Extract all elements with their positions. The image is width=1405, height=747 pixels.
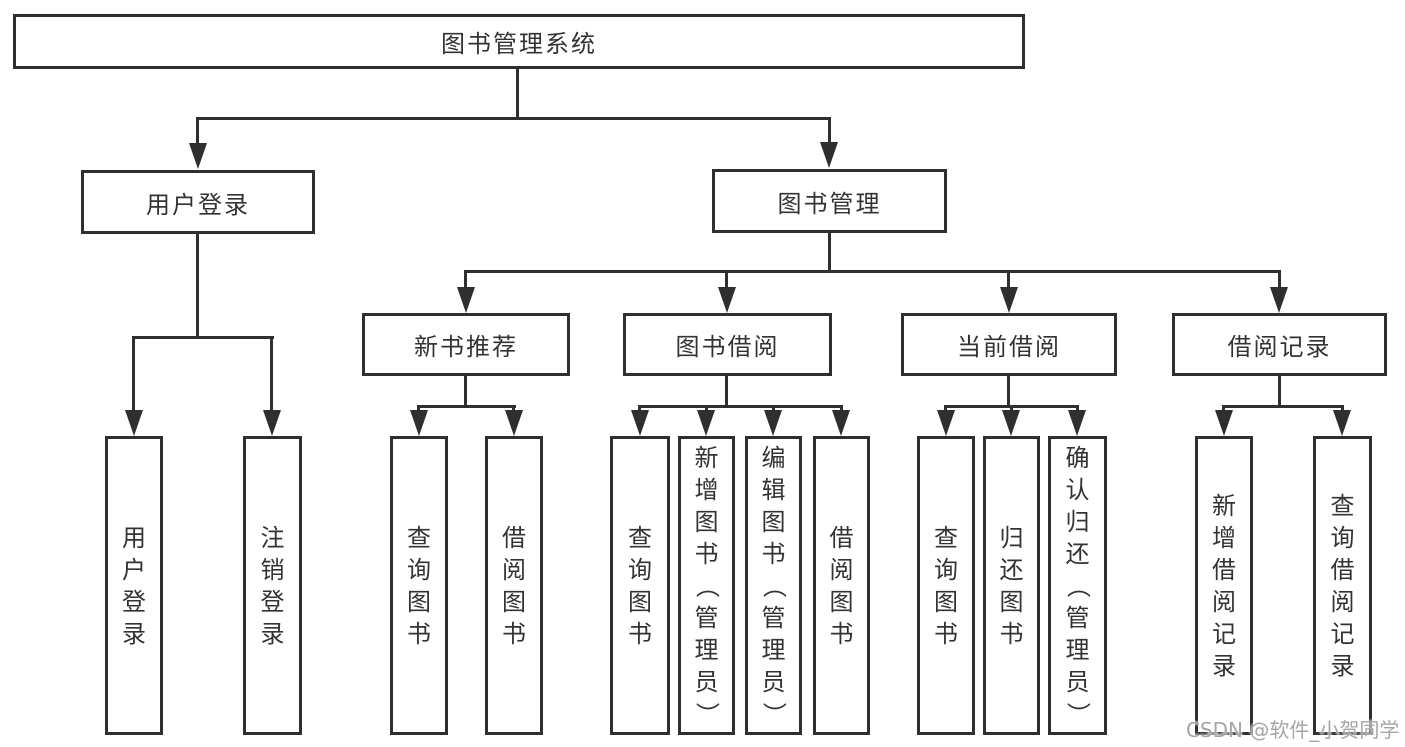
node-library-system-label: 图书管理系统 [441, 30, 597, 58]
leaf-cb-confirm-return-admin-label: 确认归还（管理员） [1063, 443, 1092, 726]
node-user-login-branch: 用户登录 [81, 170, 315, 234]
connector-drop-user-login [196, 117, 199, 145]
connector-level1-horizontal [196, 117, 831, 120]
leaf-br-query-record-label: 查询借阅记录 [1330, 491, 1355, 680]
leaf-bb-edit-books-admin-label: 编辑图书（管理员） [759, 443, 788, 726]
node-book-mgmt-branch: 图书管理 [712, 169, 947, 233]
arrowhead-bb-borrow [832, 410, 850, 436]
connector-book-borrow-stem [725, 376, 728, 408]
leaf-bb-add-books-admin: 新增图书（管理员） [678, 436, 735, 735]
leaf-br-add-record-label: 新增借阅记录 [1212, 491, 1236, 680]
connector-new-book-rec-stem [464, 376, 467, 408]
leaf-br-add-record: 新增借阅记录 [1195, 436, 1253, 735]
connector-new-book-rec-horizontal [417, 405, 516, 408]
leaf-rec-borrow-books-label: 借阅图书 [502, 523, 526, 648]
node-new-book-rec: 新书推荐 [362, 313, 570, 376]
connector-user-login-horizontal [132, 336, 274, 339]
arrowhead-rec-borrow [505, 410, 523, 436]
arrowhead-bb-edit [764, 410, 782, 436]
leaf-cb-return-books: 归还图书 [983, 436, 1040, 735]
connector-drop-book-borrow [725, 270, 728, 290]
connector-book-mgmt-stem [828, 233, 831, 273]
arrowhead-cb-confirm [1068, 410, 1086, 436]
node-current-borrow: 当前借阅 [901, 313, 1117, 376]
node-book-borrow: 图书借阅 [623, 313, 832, 376]
connector-drop-leaf-user-login [132, 336, 135, 414]
arrowhead-br-query [1333, 410, 1351, 436]
leaf-cb-query-books-label: 查询图书 [934, 523, 958, 648]
arrowhead-br-add [1215, 410, 1233, 436]
arrowhead-current-borrow [1000, 287, 1018, 313]
arrowhead-user-login [189, 143, 207, 169]
leaf-cb-return-books-label: 归还图书 [999, 523, 1024, 648]
arrowhead-leaf-user-login [125, 410, 143, 436]
leaf-rec-borrow-books: 借阅图书 [485, 436, 543, 735]
connector-root-stem [516, 69, 519, 119]
arrowhead-cb-return [1002, 410, 1020, 436]
connector-level3-horizontal [464, 270, 1281, 273]
leaf-bb-edit-books-admin: 编辑图书（管理员） [745, 436, 802, 735]
arrowhead-bb-add [697, 410, 715, 436]
leaf-rec-query-books-label: 查询图书 [407, 523, 431, 648]
leaf-cb-query-books: 查询图书 [917, 436, 975, 735]
leaf-bb-add-books-admin-label: 新增图书（管理员） [692, 443, 721, 726]
leaf-logout: 注销登录 [243, 436, 302, 735]
node-borrow-records-label: 借阅记录 [1227, 333, 1332, 361]
connector-book-borrow-horizontal [638, 405, 843, 408]
arrowhead-book-mgmt [820, 142, 838, 168]
node-user-login-branch-label: 用户登录 [146, 190, 250, 219]
connector-drop-current-borrow [1007, 270, 1010, 290]
connector-borrow-records-stem [1278, 376, 1281, 408]
node-borrow-records: 借阅记录 [1172, 313, 1387, 376]
connector-drop-book-mgmt [828, 117, 831, 145]
leaf-bb-borrow-books: 借阅图书 [813, 436, 870, 735]
arrowhead-rec-query [410, 410, 428, 436]
arrowhead-leaf-logout [263, 410, 281, 436]
connector-drop-new-book-rec [464, 270, 467, 290]
connector-current-borrow-stem [1007, 376, 1010, 408]
leaf-user-login-label: 用户登录 [122, 523, 146, 648]
leaf-br-query-record: 查询借阅记录 [1313, 436, 1372, 735]
arrowhead-bb-query [631, 410, 649, 436]
node-book-borrow-label: 图书借阅 [675, 333, 780, 361]
leaf-bb-query-books-label: 查询图书 [628, 523, 652, 648]
connector-drop-leaf-logout [270, 336, 273, 414]
leaf-cb-confirm-return-admin: 确认归还（管理员） [1048, 436, 1107, 735]
arrowhead-book-borrow [718, 287, 736, 313]
arrowhead-new-book-rec [457, 287, 475, 313]
node-new-book-rec-label: 新书推荐 [414, 333, 518, 361]
leaf-bb-borrow-books-label: 借阅图书 [829, 523, 854, 648]
connector-drop-borrow-records [1278, 270, 1281, 290]
leaf-rec-query-books: 查询图书 [390, 436, 448, 735]
arrowhead-borrow-records [1270, 287, 1288, 313]
leaf-logout-label: 注销登录 [260, 523, 285, 648]
node-library-system: 图书管理系统 [13, 14, 1025, 69]
connector-borrow-records-horizontal [1222, 405, 1344, 408]
node-book-mgmt-branch-label: 图书管理 [777, 189, 882, 218]
csdn-watermark: CSDN @软件_小贺同学 [1186, 718, 1400, 742]
leaf-user-login: 用户登录 [105, 436, 163, 735]
connector-user-login-stem [196, 234, 199, 338]
leaf-bb-query-books: 查询图书 [610, 436, 670, 735]
arrowhead-cb-query [937, 410, 955, 436]
node-current-borrow-label: 当前借阅 [957, 333, 1061, 361]
